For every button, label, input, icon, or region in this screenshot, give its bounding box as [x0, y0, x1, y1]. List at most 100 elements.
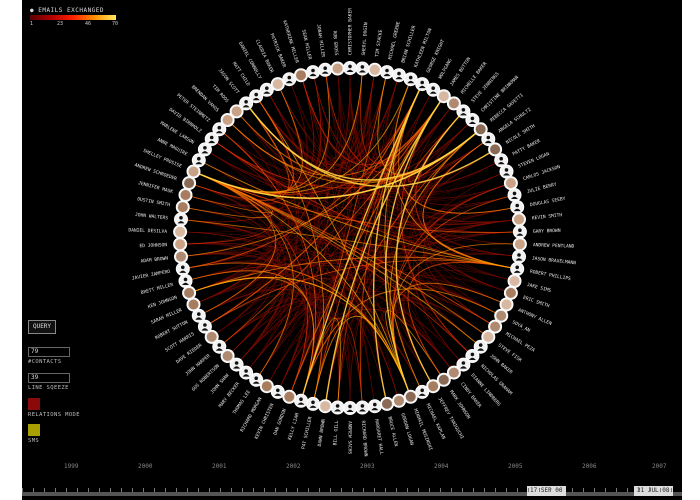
contact-node[interactable]: JASON SCOTT: [217, 68, 254, 111]
relation-link: [198, 173, 514, 233]
relation-link: [325, 253, 514, 401]
contacts-count-field[interactable]: 79: [28, 347, 70, 357]
person-silhouette-icon: [234, 361, 239, 365]
contact-node[interactable]: BRENDAN VAHOS: [190, 84, 235, 127]
timeline-tick: [418, 488, 419, 492]
timeline-year: 2001: [212, 463, 227, 470]
contact-name-label: DAWN BROWN: [317, 418, 327, 446]
photo-avatar-icon: [382, 398, 392, 409]
photo-avatar-icon: [448, 98, 459, 109]
contact-node[interactable]: THOMAS LEE: [232, 372, 264, 416]
contact-name-label: JENNIFER MASK: [137, 180, 174, 195]
relation-link: [198, 77, 322, 303]
photo-avatar-icon: [501, 299, 512, 310]
contact-node[interactable]: ED JOHNSON: [139, 237, 188, 252]
relation-link: [198, 173, 410, 392]
contact-node[interactable]: DANIEL DESILVA: [128, 224, 188, 239]
contact-name-label: DAN GORDON: [272, 408, 288, 436]
contact-node[interactable]: SHERYL DOGIN: [355, 22, 370, 76]
contact-name-label: PATRICK BAKER: [268, 33, 287, 69]
contact-node[interactable]: DAWN BROWN: [317, 399, 333, 447]
relation-link: [198, 132, 477, 199]
contact-node[interactable]: MARK JOHNSON: [436, 372, 472, 420]
contact-name-label: CARLOS JACKSON: [522, 164, 561, 182]
person-silhouette-icon: [513, 270, 521, 273]
timeline-track[interactable]: [22, 492, 682, 496]
timeline-tick: [22, 488, 23, 492]
timeline-tick: [44, 488, 45, 492]
person-silhouette-icon: [263, 91, 271, 94]
contact-node[interactable]: JOHN SHAW: [209, 357, 244, 395]
sms-toggle[interactable]: [28, 424, 40, 436]
contact-node[interactable]: GEORGE KNIGHT: [415, 38, 447, 92]
contact-name-label: SOYA_AN: [511, 319, 531, 333]
contact-node[interactable]: ADAM BROWN: [140, 249, 188, 265]
line-squeeze-label: LINE SQEEZE: [28, 385, 69, 391]
person-silhouette-icon: [242, 374, 250, 377]
contact-node[interactable]: MARY BECKER: [218, 365, 254, 409]
contact-node[interactable]: MICHAEL KAPLAN: [415, 384, 447, 440]
timeline-tick: [154, 488, 155, 492]
contact-name-label: PATTY BAKER: [512, 138, 542, 157]
relation-link: [249, 107, 491, 188]
contact-node[interactable]: GUS ROBERTSON: [191, 349, 235, 393]
person-silhouette-icon: [407, 80, 415, 84]
contact-node[interactable]: NICOLE SMITH: [488, 123, 537, 157]
person-silhouette-icon: [515, 265, 519, 270]
query-button[interactable]: QUERY: [28, 320, 56, 334]
person-silhouette-icon: [183, 277, 188, 282]
relation-link: [249, 108, 469, 353]
contact-node[interactable]: ROB GROSS: [330, 30, 345, 76]
contact-node[interactable]: KEVIN SMITH: [512, 212, 563, 227]
contact-node[interactable]: STEVE FISK: [481, 329, 523, 364]
timeline-tick: [77, 488, 78, 492]
relation-link: [429, 184, 514, 225]
contact-node[interactable]: CINDY BAKER: [446, 365, 483, 409]
person-silhouette-icon: [311, 68, 315, 73]
contact-name-label: KEVIN SMITH: [532, 212, 563, 221]
contact-node[interactable]: CHRISTOPHER BAKER: [343, 8, 357, 75]
contacts-count-label: #CONTACTS: [28, 359, 62, 365]
contact-node[interactable]: TIM STACKE: [367, 29, 384, 77]
person-silhouette-icon: [360, 404, 365, 408]
contact-name-label: GARY BROWN: [533, 228, 561, 235]
contact-node[interactable]: SOYA_AN: [494, 308, 532, 334]
contact-node[interactable]: ANDREW SACHS: [343, 401, 357, 455]
timeline-tick: [473, 488, 474, 492]
person-silhouette-icon: [515, 203, 519, 208]
contact-node[interactable]: DAVE RIEDER: [175, 329, 219, 365]
relations-mode-toggle[interactable]: [28, 398, 40, 410]
contact-node[interactable]: JOHN WALTERS: [135, 212, 188, 227]
photo-avatar-icon: [176, 251, 186, 262]
timeline-bar[interactable]: 1999 2000 2001 2002 2003 2004 2005 2006 …: [22, 462, 682, 500]
timeline-end-handle[interactable]: 31 JUL 08: [634, 486, 673, 496]
photo-avatar-icon: [184, 287, 195, 298]
person-silhouette-icon: [373, 402, 377, 407]
contact-node[interactable]: RICHARD BROWN: [355, 400, 370, 457]
timeline-tick: [616, 488, 617, 492]
relations-links: [186, 73, 514, 403]
person-silhouette-icon: [360, 65, 365, 69]
timeline-tick: [165, 488, 166, 492]
contact-node[interactable]: GARY BROWN: [512, 224, 561, 239]
person-silhouette-icon: [504, 168, 509, 172]
contact-node[interactable]: BILL GILL: [330, 400, 345, 446]
person-silhouette-icon: [460, 113, 467, 116]
relation-link: [209, 259, 512, 324]
line-squeeze-field[interactable]: 39: [28, 373, 70, 383]
contact-node[interactable]: RICHARD MORGAN: [239, 379, 274, 433]
contact-node[interactable]: JOHN HARPER: [184, 339, 227, 377]
timeline-tick: [594, 488, 595, 492]
timeline-start-handle[interactable]: 17 SEP 06: [527, 486, 566, 496]
contact-name-label: ROB GROSS: [331, 30, 339, 55]
contact-node[interactable]: DUSTIN SMITH: [137, 196, 190, 215]
timeline-tick: [66, 488, 67, 492]
relation-link: [269, 219, 514, 382]
contact-node[interactable]: ANDREW PENTLAND: [512, 237, 575, 252]
contact-node[interactable]: KEVIN CHRISTEN: [254, 384, 285, 440]
contact-node[interactable]: CLAUDIA BAKER: [254, 39, 285, 92]
contact-node[interactable]: JOHN BAKER: [473, 339, 514, 376]
contact-name-label: SEAN MILLER: [300, 29, 313, 60]
